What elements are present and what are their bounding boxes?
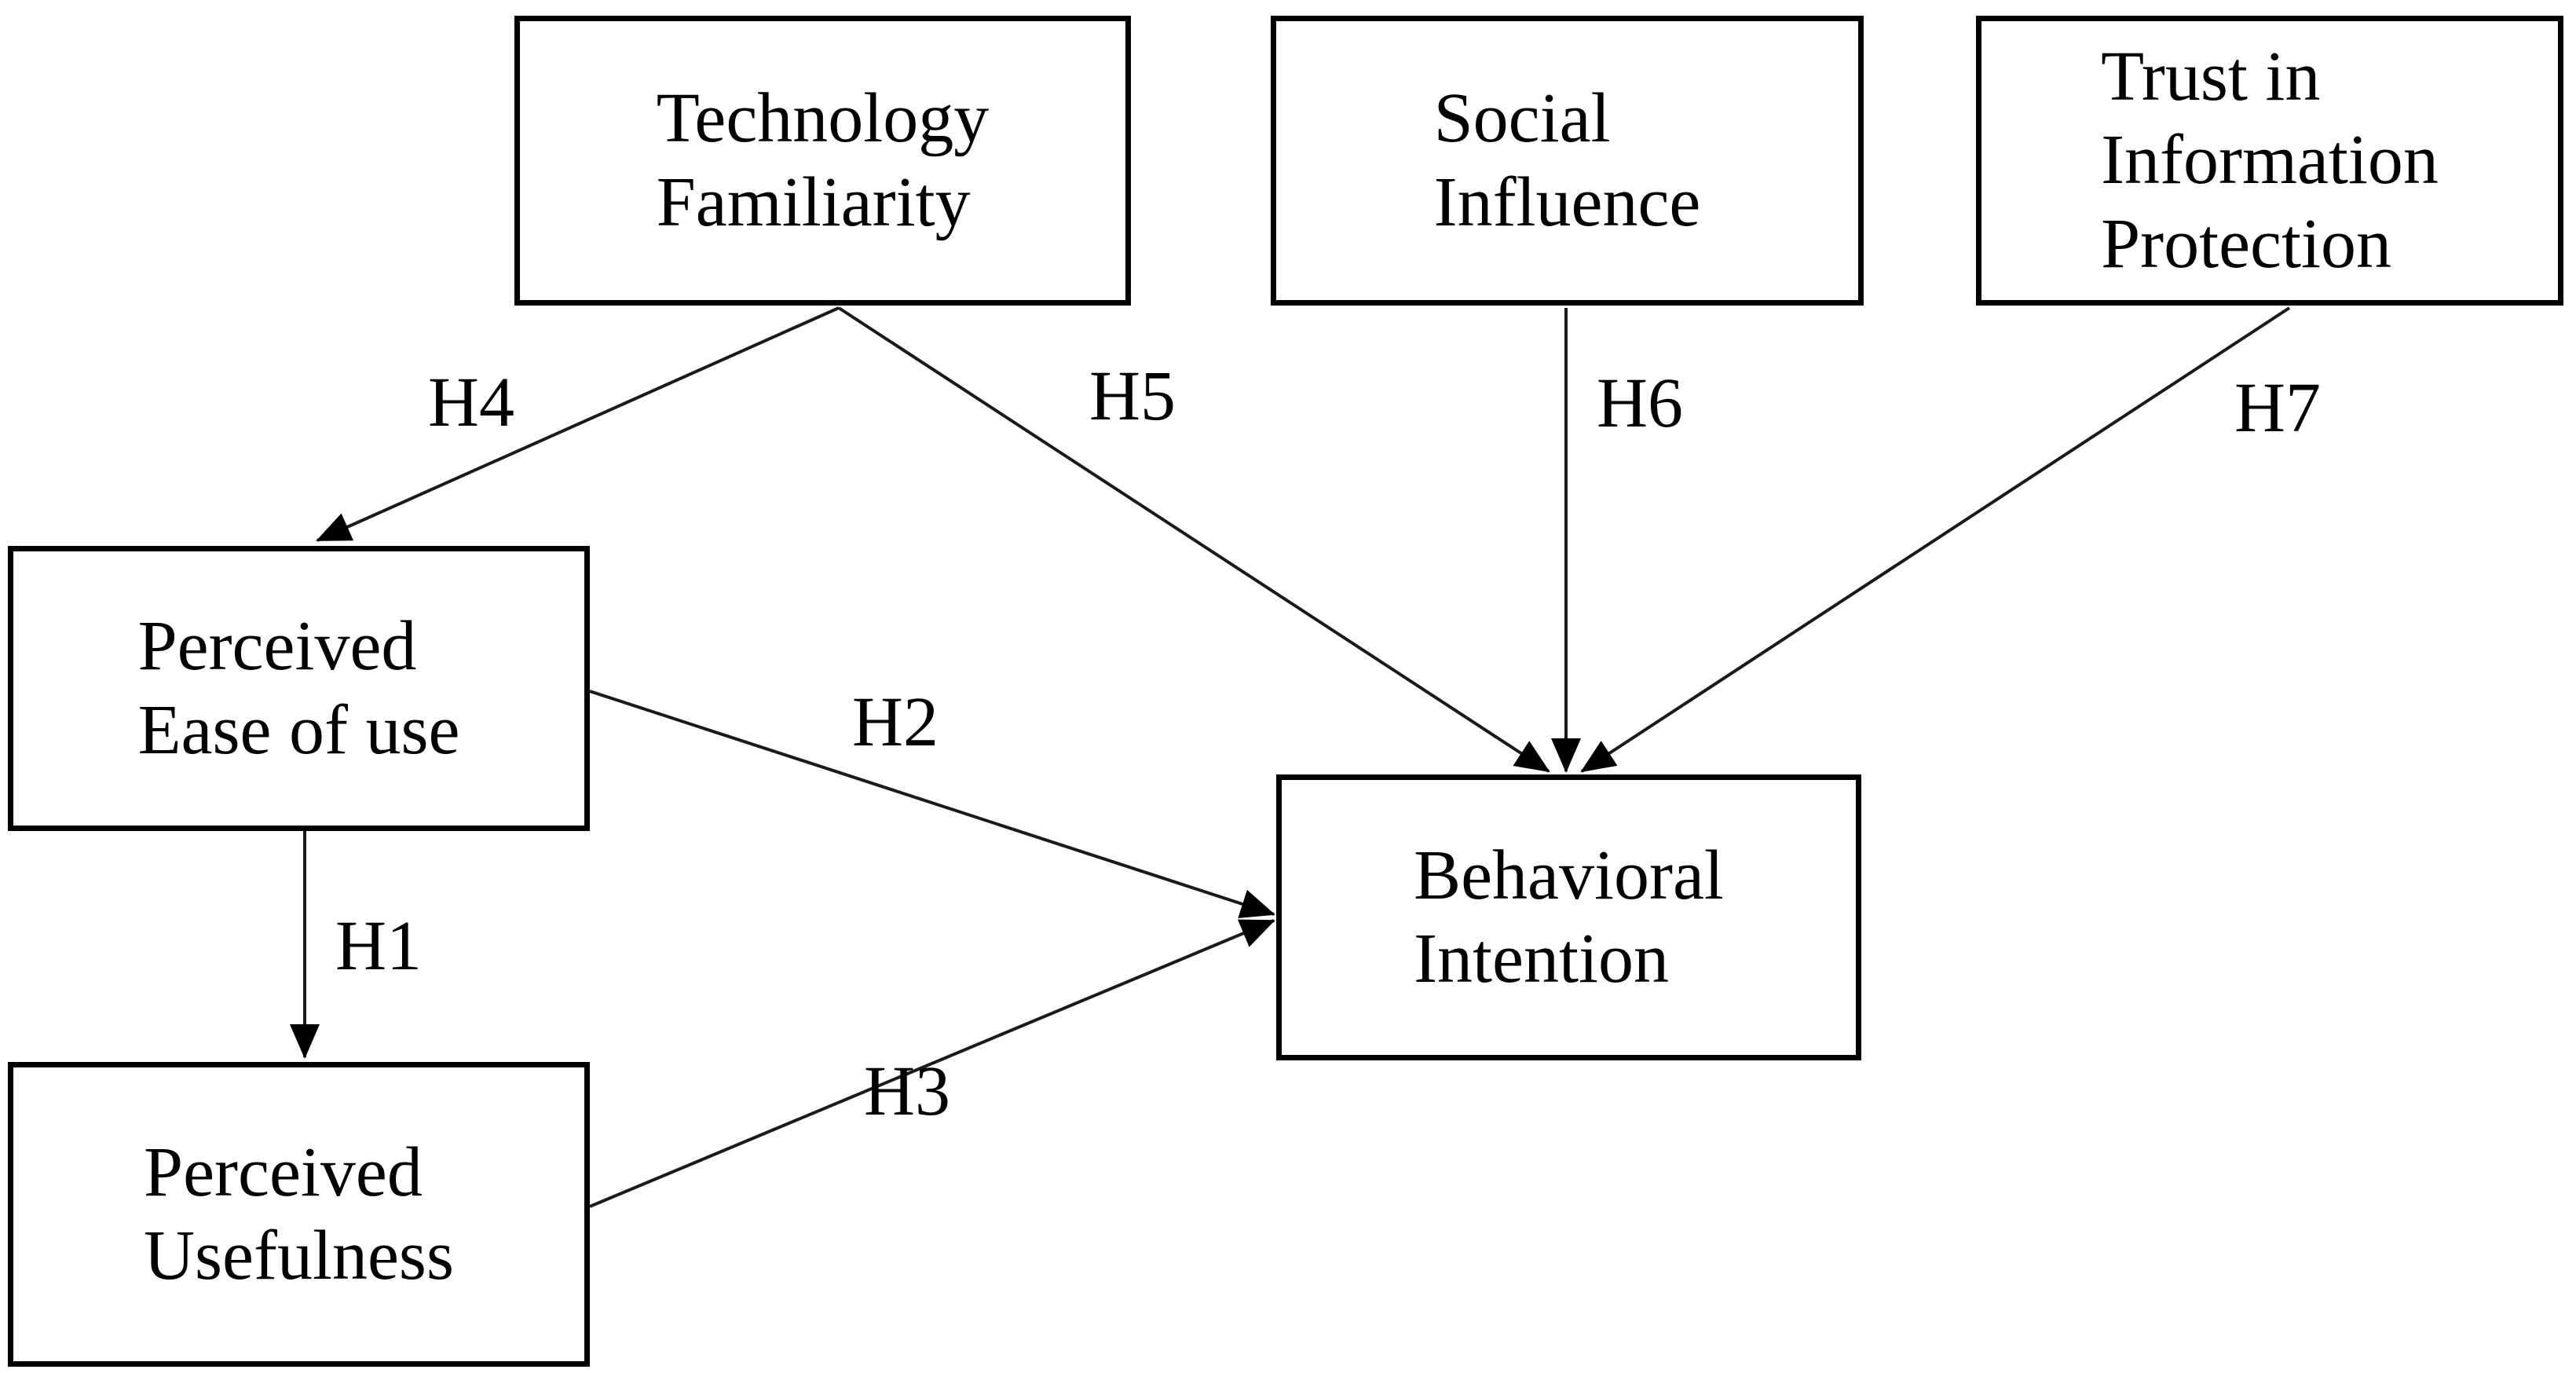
node-social-influence: Social Influence	[1271, 16, 1864, 306]
node-label-social-influence: Social Influence	[1433, 79, 1701, 241]
node-label-technology-familiarity: Technology Familiarity	[656, 79, 990, 241]
edge-h4-arrow	[316, 306, 840, 542]
edge-label-h6: H6	[1597, 364, 1683, 442]
edge-h5-arrow	[837, 306, 1550, 773]
edge-label-h5: H5	[1089, 357, 1176, 435]
node-behavioral-intention: Behavioral Intention	[1276, 774, 1861, 1060]
node-perceived-usefulness: Perceived Usefulness	[8, 1062, 590, 1367]
edge-h3-arrow	[589, 919, 1275, 1208]
edge-label-h3: H3	[864, 1053, 950, 1130]
edge-label-h2: H2	[852, 683, 939, 761]
node-perceived-ease-of-use: Perceived Ease of use	[8, 546, 590, 831]
node-trust-information-protection: Trust in Information Protection	[1976, 16, 2563, 306]
edge-h2-arrow	[589, 690, 1275, 919]
edge-label-h4: H4	[428, 364, 514, 441]
node-label-perceived-ease-of-use: Perceived Ease of use	[137, 607, 460, 769]
edge-h7-arrow	[1580, 306, 2291, 773]
node-label-perceived-usefulness: Perceived Usefulness	[144, 1133, 454, 1294]
edge-label-h7: H7	[2234, 369, 2321, 447]
node-technology-familiarity: Technology Familiarity	[514, 16, 1131, 306]
node-label-behavioral-intention: Behavioral Intention	[1414, 836, 1724, 998]
node-label-trust-information-protection: Trust in Information Protection	[2101, 38, 2439, 283]
edge-label-h1: H1	[335, 907, 422, 985]
